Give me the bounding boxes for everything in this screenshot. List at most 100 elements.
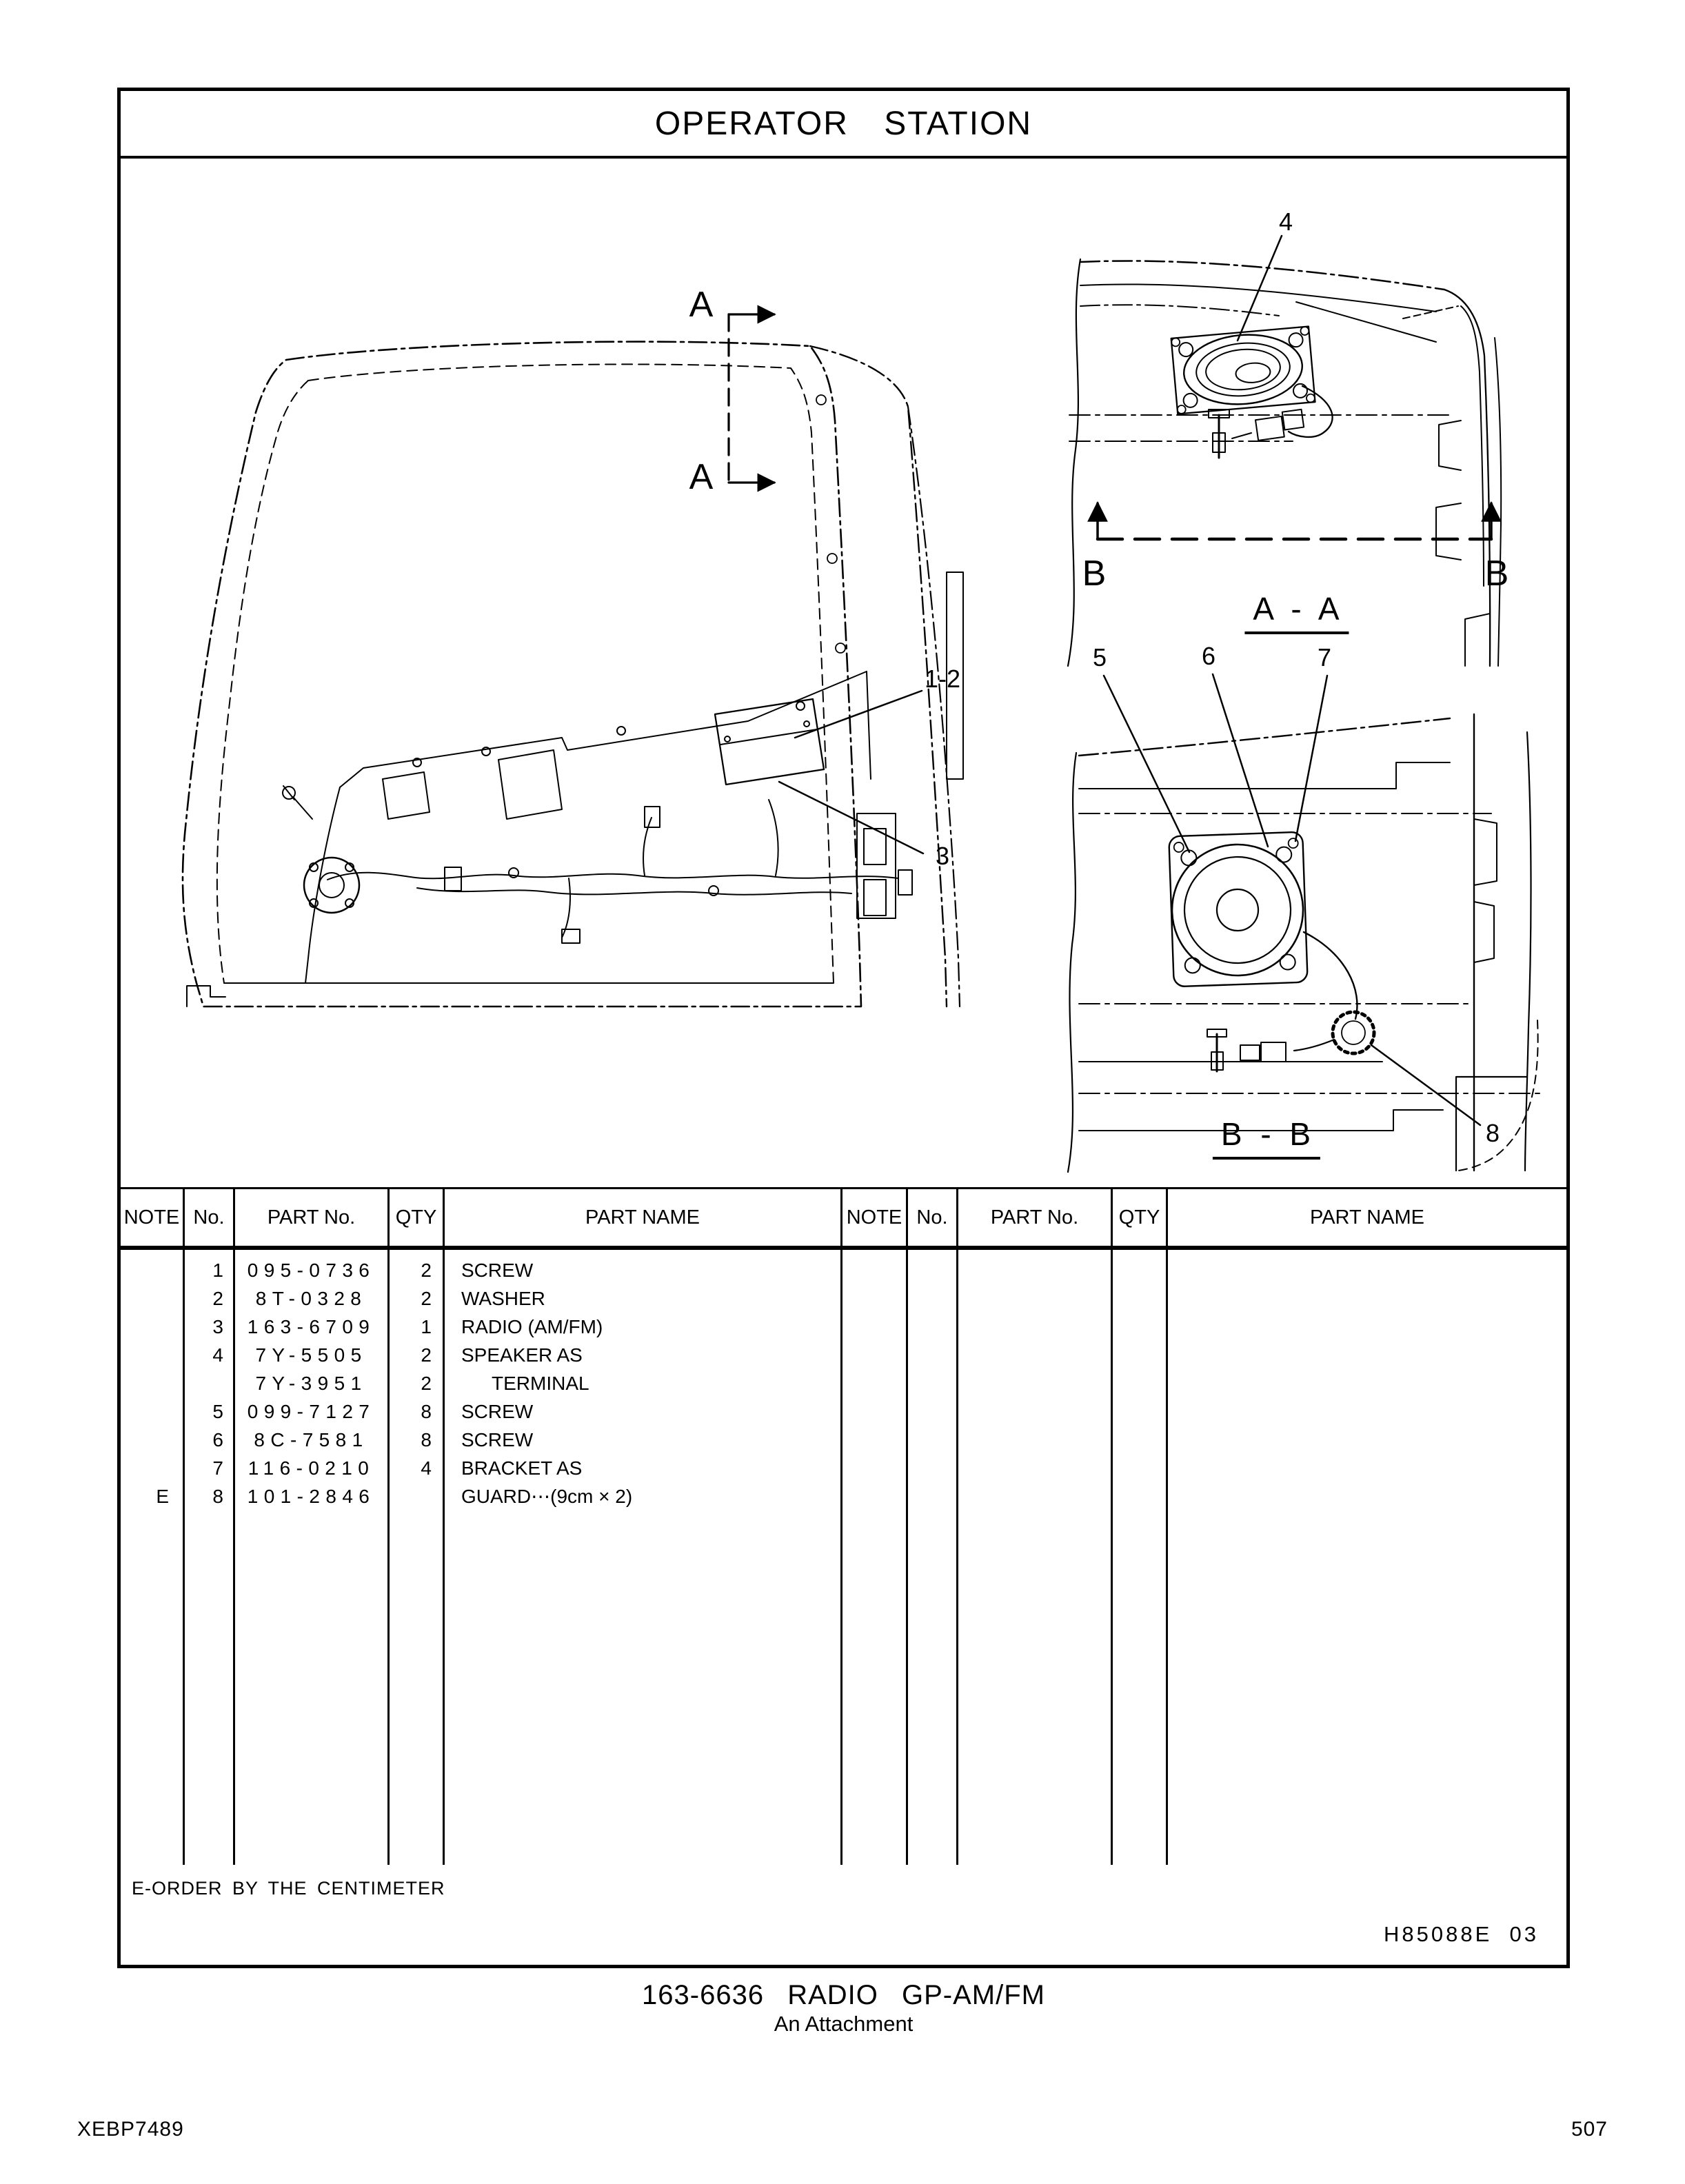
col-header-part-name-2: PART NAME	[1310, 1206, 1424, 1228]
page-number: 507	[1571, 2118, 1608, 2141]
leader-line-1-2	[794, 689, 923, 739]
table-cell-no: 7	[212, 1457, 223, 1479]
col-header-note-2: NOTE	[842, 1189, 908, 1246]
callout-4: 4	[1278, 208, 1293, 236]
cab-side-view	[181, 341, 964, 1008]
column-part-name-2	[1168, 1250, 1566, 1865]
diagram-area: A A 1-2 3 4 B B A - A 5 6 7 8 B - B	[121, 159, 1566, 1187]
section-b-marker-left: B	[1082, 554, 1107, 594]
table-cell-note	[121, 1397, 183, 1426]
table-cell-no: 3	[212, 1315, 223, 1337]
table-cell-no: 4	[212, 1344, 223, 1366]
column-note-2	[842, 1250, 908, 1865]
table-cell-name: SCREW	[461, 1259, 534, 1281]
table-cell-qty: 2	[421, 1287, 432, 1309]
leader-line-8	[1370, 1044, 1482, 1126]
table-cell-name: SPEAKER AS	[461, 1344, 583, 1366]
leader-line-5	[1102, 674, 1191, 853]
table-cell-part: 8T-0328	[255, 1287, 367, 1309]
column-qty-2	[1113, 1250, 1168, 1865]
order-footnote: E-ORDER BY THE CENTIMETER	[132, 1878, 445, 1899]
col-header-no: No.	[185, 1189, 235, 1246]
section-bb-view	[1067, 673, 1546, 1173]
section-label-aa: A - A	[1244, 593, 1349, 634]
table-cell-part: 8C-7581	[254, 1428, 369, 1450]
col-header-part-no: PART No.	[235, 1189, 390, 1246]
col-header-note: NOTE	[121, 1189, 185, 1246]
column-part-no-2	[958, 1250, 1113, 1865]
table-cell-qty: 8	[421, 1400, 432, 1422]
leader-line-6	[1211, 673, 1269, 848]
col-header-qty-2: QTY	[1113, 1189, 1168, 1246]
table-cell-note	[121, 1454, 183, 1482]
column-qty: 2 2 1 2 2 8 8 4	[390, 1250, 445, 1865]
column-note: E	[121, 1250, 185, 1865]
table-cell-no: 8	[212, 1485, 223, 1507]
table-cell-note	[121, 1369, 183, 1397]
wiring-harness	[327, 871, 899, 880]
callout-5: 5	[1092, 643, 1107, 671]
callout-7: 7	[1317, 643, 1332, 671]
table-cell-qty: 4	[421, 1457, 432, 1479]
table-cell-name: SCREW	[461, 1428, 534, 1450]
table-cell-name: TERMINAL	[492, 1372, 589, 1394]
console-and-radio	[282, 671, 913, 984]
section-label-bb: B - B	[1212, 1118, 1321, 1160]
table-cell-no	[185, 1369, 233, 1397]
column-no-2	[908, 1250, 958, 1865]
table-cell-part: 116-0210	[248, 1457, 375, 1479]
table-cell-part: 099-7127	[247, 1400, 376, 1422]
table-cell-no: 6	[212, 1428, 223, 1450]
wire-guard-coil	[1331, 1010, 1376, 1055]
speaker-wire	[1287, 385, 1333, 438]
table-cell-qty: 2	[421, 1344, 432, 1366]
publication-code: XEBP7489	[77, 2118, 184, 2141]
table-cell-no: 2	[212, 1287, 223, 1309]
callout-8: 8	[1485, 1119, 1500, 1147]
col-header-qty: QTY	[390, 1189, 445, 1246]
table-cell-part: 163-6709	[247, 1315, 376, 1337]
column-part-name: SCREW WASHER RADIO (AM/FM) SPEAKER AS TERMIN…	[445, 1250, 842, 1865]
section-aa-view	[1067, 234, 1502, 667]
col-header-part-name: PART NAME	[445, 1189, 842, 1246]
leader-line-7	[1294, 674, 1329, 842]
page-title: OPERATOR STATION	[121, 91, 1566, 159]
table-cell-name: SCREW	[461, 1400, 534, 1422]
table-cell-note: E	[156, 1485, 169, 1507]
table-cell-qty: 2	[421, 1259, 432, 1281]
table-cell-qty: 1	[421, 1315, 432, 1337]
table-cell-part: 7Y-3951	[255, 1372, 367, 1394]
table-cell-name: WASHER	[461, 1287, 545, 1309]
col-header-no-2: No.	[908, 1189, 958, 1246]
table-cell-note	[121, 1426, 183, 1454]
table-cell-note	[121, 1313, 183, 1341]
section-b-marker-right: B	[1484, 554, 1509, 594]
table-cell-name: RADIO (AM/FM)	[461, 1315, 603, 1337]
leader-line-3	[778, 780, 925, 855]
wire-connector	[1254, 408, 1305, 441]
table-cell-part: 7Y-5505	[255, 1344, 367, 1366]
speaker-front-view	[1168, 831, 1309, 987]
table-cell-part: 095-0736	[247, 1259, 376, 1281]
assembly-caption: 163-6636 RADIO GP-AM/FM	[642, 1980, 1045, 2010]
col-header-part-no-2: PART No.	[958, 1189, 1113, 1246]
parts-table-header: NOTE No. PART No. QTY PART NAME NOTE No.…	[121, 1189, 1566, 1250]
table-cell-qty: 8	[421, 1428, 432, 1450]
speaker-top-view	[1170, 325, 1316, 415]
leader-line-4	[1236, 234, 1283, 342]
column-part-no: 095-0736 8T-0328 163-6709 7Y-5505 7Y-3951 099…	[235, 1250, 390, 1865]
blower-grommet	[303, 856, 361, 914]
parts-table: NOTE No. PART No. QTY PART NAME NOTE No.…	[121, 1187, 1566, 1865]
section-a-line	[727, 305, 776, 492]
table-cell-note	[121, 1341, 183, 1369]
document-code: H85088E 03	[1384, 1922, 1539, 1946]
table-cell-name: GUARD⋯(9cm × 2)	[461, 1486, 633, 1507]
page-frame: OPERATOR STATION	[117, 88, 1570, 1968]
section-a-marker-top: A	[689, 285, 714, 325]
table-cell-qty: 2	[421, 1372, 432, 1394]
radio-box	[714, 698, 825, 786]
table-cell-note	[121, 1284, 183, 1313]
table-cell-note	[121, 1256, 183, 1284]
